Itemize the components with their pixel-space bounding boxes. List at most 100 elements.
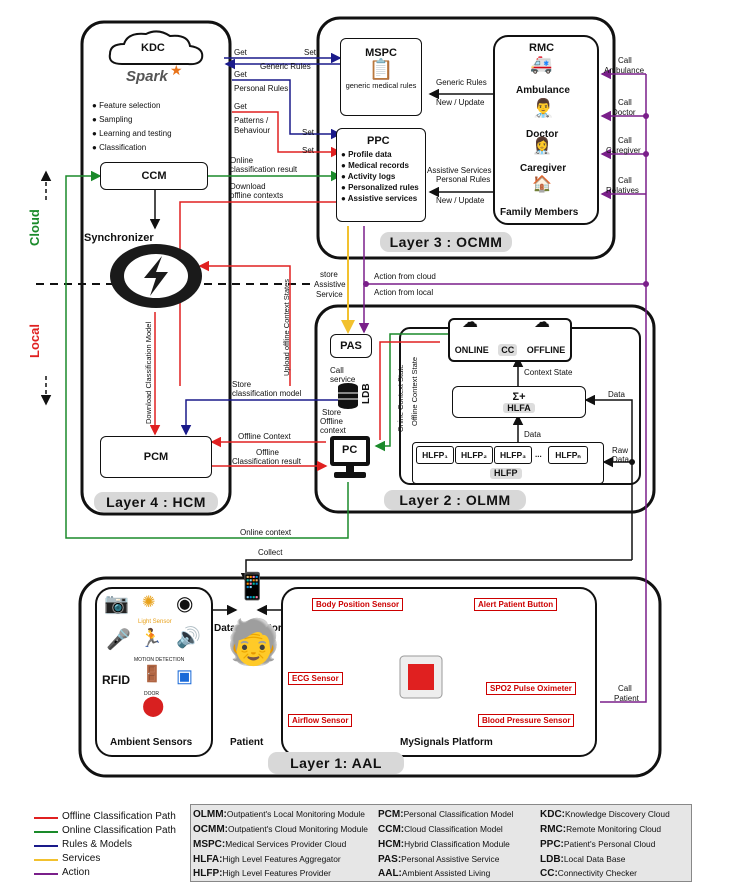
legend-online: Online Classification Path (62, 825, 176, 836)
rmc-caregiver: Caregiver (520, 163, 567, 174)
abbr-item: LDB:Local Data Base (540, 854, 626, 865)
ccm-box[interactable]: CCM (100, 162, 208, 190)
pc-label: PC (342, 444, 358, 456)
rmc-ambulance: Ambulance (516, 85, 570, 96)
abbr-item: OCMM:Outpatient's Cloud Monitoring Modul… (193, 824, 368, 835)
hlfp-item[interactable]: HLFP₂ (455, 446, 493, 464)
abbr-item: MSPC:Medical Services Provider Cloud (193, 839, 347, 850)
sensor-label: Airflow Sensor (288, 714, 353, 727)
legend-rules: Rules & Models (62, 839, 133, 850)
ppc-box[interactable]: PPC ● Profile data ● Medical records ● A… (336, 128, 426, 222)
online-label: ONLINE (454, 345, 489, 355)
abbr-item: CCM:Cloud Classification Model (378, 824, 503, 835)
pc-icon[interactable] (328, 434, 374, 482)
cloud-online-icon: ☁ (462, 314, 478, 331)
layer1-container (78, 576, 662, 778)
abbr-item: AAL:Ambient Assisted Living (378, 868, 491, 879)
rmc-title: RMC (529, 42, 555, 54)
hlfp-item[interactable]: HLFPₙ (548, 446, 588, 464)
kdc-item: ● Feature selection (92, 101, 161, 110)
kdc-item: ● Sampling (92, 115, 133, 124)
ldb-label: LDB (361, 383, 372, 404)
layer2-container (314, 304, 656, 514)
ppc-item: Personalized rules (348, 183, 419, 192)
hlfa-label: HLFA (503, 402, 535, 413)
local-label: Local (27, 324, 42, 358)
motion-icon: 🏃 (140, 628, 163, 648)
abbr-item: KDC:Knowledge Discovery Cloud (540, 809, 670, 820)
contact-icon: ▣ (176, 666, 194, 686)
sum-icon: Σ+ (512, 390, 526, 403)
sensor-label: Blood Pressure Sensor (478, 714, 575, 727)
legend-action-line (34, 873, 58, 875)
dome-camera-icon: ◉ (176, 593, 194, 615)
kdc-item: ● Classification (92, 143, 147, 152)
mspc-sub: generic medical rules (345, 81, 417, 90)
layer2-label: Layer 2 : OLMM (384, 490, 526, 510)
sensor-label: Alert Patient Button (474, 598, 558, 611)
cloud-offline-icon: ☁ (534, 314, 550, 331)
layer3-container (316, 16, 616, 260)
database-icon (336, 382, 360, 410)
mspc-box[interactable]: MSPC 📋 generic medical rules (340, 38, 422, 116)
smartphone-icon: 📱 (236, 571, 269, 601)
spark-star-icon: ★ (170, 62, 183, 78)
sensor-label: Body Position Sensor (312, 598, 404, 611)
rmc-family: Family Members (500, 207, 579, 218)
rmc-doctor: Doctor (526, 129, 559, 140)
pas-box[interactable]: PAS (330, 334, 372, 358)
kdc-item: ● Learning and testing (92, 129, 172, 138)
ppc-item: Assistive services (347, 194, 418, 203)
layer1-label: Layer 1: AAL (268, 752, 404, 774)
mspc-title: MSPC (365, 47, 397, 59)
pcm-box[interactable]: PCM (100, 436, 212, 478)
ppc-item: Activity logs (347, 172, 396, 181)
legend-rules-line (34, 845, 58, 847)
layer4-container (80, 20, 232, 516)
family-icon: 🏠 (532, 176, 552, 193)
abbr-item: HCM:Hybrid Classification Module (378, 839, 510, 850)
legend-action: Action (62, 867, 90, 878)
patient-label: Patient (230, 737, 264, 748)
hlfa-box[interactable]: Σ+ HLFA (452, 386, 586, 418)
door-icon: 🚪 (142, 666, 162, 683)
patient-icon: 🧓 (226, 618, 281, 667)
kdc-title: KDC (141, 42, 165, 54)
abbr-item: RMC:Remote Monitoring Cloud (540, 824, 662, 835)
abbr-item: OLMM:Outpatient's Local Monitoring Modul… (193, 809, 365, 820)
abbr-item: CC:Connectivity Checker (540, 868, 637, 879)
hlfp-item[interactable]: HLFP₃ (494, 446, 532, 464)
alarm-icon: ⬤ (142, 695, 165, 717)
rfid-icon: RFID (102, 673, 130, 687)
abbr-item: HLFA:High Level Features Aggregator (193, 854, 341, 865)
doctor-icon: 👨‍⚕️ (532, 98, 555, 118)
ppc-item: Profile data (348, 150, 392, 159)
camera-icon: 📷 (104, 593, 129, 615)
layer4-label: Layer 4 : HCM (94, 492, 218, 512)
synchronizer-icon (104, 240, 208, 312)
hlfp-item[interactable]: HLFP₁ (416, 446, 454, 464)
mysignals-device-icon (398, 654, 444, 700)
legend-offline-line (34, 817, 58, 819)
mysignals-label: MySignals Platform (400, 737, 493, 748)
cc-box[interactable]: ONLINE CC OFFLINE (448, 318, 572, 362)
synchronizer-label: Synchronizer (84, 232, 154, 244)
data-collector-label: Data Collector (214, 623, 282, 634)
ppc-title: PPC (367, 135, 390, 147)
ppc-item: Medical records (348, 161, 409, 170)
clipboard-icon: 📋 (368, 59, 394, 81)
ambient-sensors-label: Ambient Sensors (110, 737, 193, 748)
caregiver-icon: 👩‍⚕️ (532, 138, 552, 155)
hlfp-ellipsis: ... (535, 450, 542, 459)
cc-label: CC (498, 344, 518, 356)
cloud-label: Cloud (27, 209, 42, 246)
sensor-label: ECG Sensor (288, 672, 343, 685)
ambulance-icon: 🚑 (530, 54, 553, 74)
layer3-label: Layer 3 : OCMM (380, 232, 512, 252)
abbreviation-panel (190, 804, 692, 882)
offline-label: OFFLINE (526, 345, 566, 355)
legend-services: Services (62, 853, 101, 864)
speaker-icon: 🔊 (176, 627, 201, 649)
legend-offline: Offline Classification Path (62, 811, 176, 822)
spark-logo: Spark (126, 68, 168, 85)
